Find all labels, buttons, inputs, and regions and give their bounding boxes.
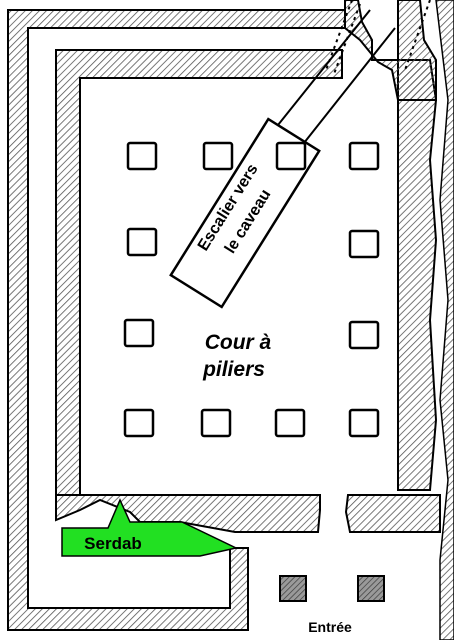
pillar (348, 229, 380, 259)
serdab-label: Serdab (84, 534, 142, 553)
pillar (123, 318, 155, 348)
right-wall (397, 59, 438, 491)
pillar (200, 408, 232, 438)
pillar (348, 408, 380, 438)
right-outer-wall (435, 0, 454, 640)
pillar (126, 227, 158, 257)
pillar (275, 141, 307, 171)
entrance-pillar (279, 575, 307, 602)
pillar (348, 320, 380, 350)
stair-corridor (269, 9, 396, 149)
bottom-right-wall (344, 494, 441, 533)
pillar (126, 141, 158, 171)
pillar (274, 408, 306, 438)
pillar (123, 408, 155, 438)
serdab-lower-wall (56, 555, 230, 608)
serdab-chamber (61, 498, 239, 557)
entrance-label: Entrée (308, 619, 352, 635)
pillar (348, 141, 380, 171)
court-label-line-2: piliers (202, 358, 265, 381)
pillar (202, 141, 234, 171)
court-label-line-1: Cour à (205, 331, 272, 354)
top-right-structure (344, 0, 437, 101)
court-pillars (123, 141, 380, 438)
entrance-pillar (357, 575, 385, 602)
